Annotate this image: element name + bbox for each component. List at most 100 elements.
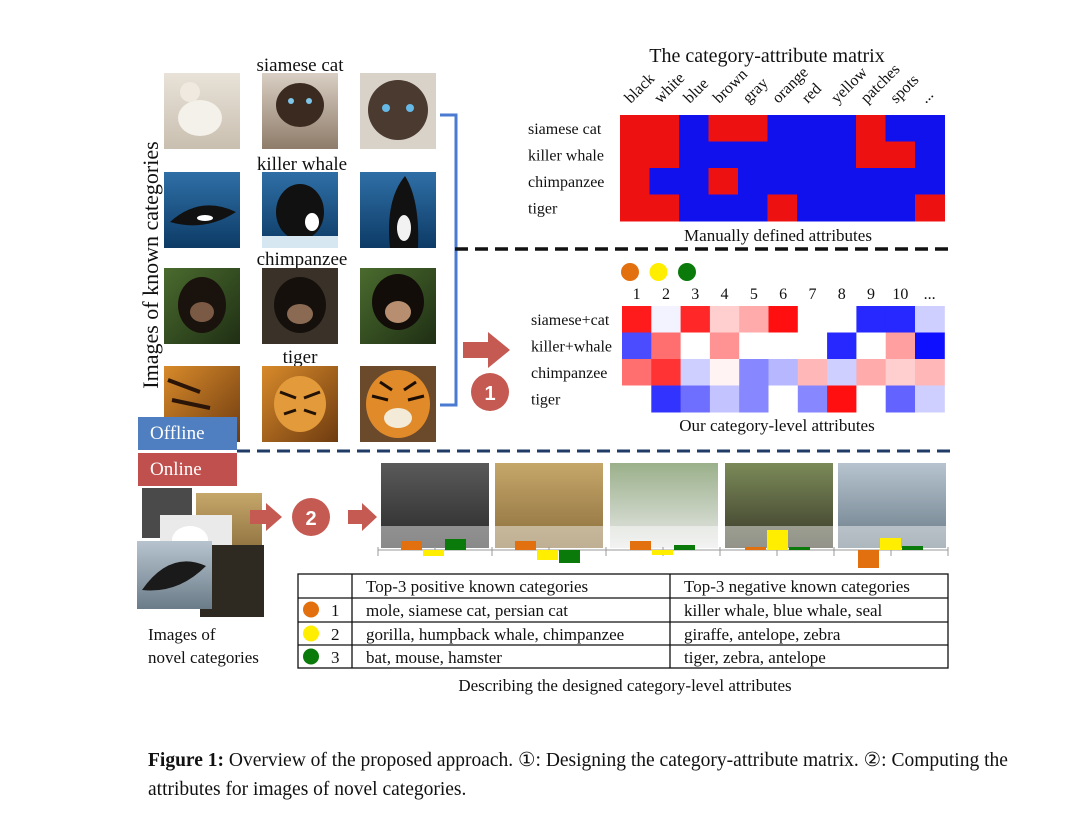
learned-column-label: 2 — [662, 286, 670, 303]
matrix-cell — [856, 115, 886, 142]
learned-cell — [885, 332, 916, 360]
learned-column-label: 6 — [779, 286, 787, 303]
matrix-cell — [767, 115, 798, 142]
learned-cell — [827, 332, 857, 360]
learned-cell — [915, 385, 945, 413]
learned-cell — [651, 332, 682, 360]
attribute-label-white: white — [651, 70, 688, 107]
matrix-cell — [649, 141, 680, 169]
offline-label: Offline — [138, 417, 237, 450]
matrix-cell — [708, 141, 739, 169]
matrix-cell — [679, 194, 709, 222]
figure-caption: Figure 1: Overview of the proposed appro… — [148, 746, 1048, 804]
novel-photo-2 — [495, 463, 603, 548]
matrix-cell — [797, 194, 827, 222]
learned-cell — [797, 306, 828, 333]
attribute-bar — [745, 547, 766, 550]
attribute-bar — [401, 541, 422, 550]
step2-arrow-right-icon — [348, 503, 377, 531]
known-images-bracket — [440, 113, 458, 407]
attribute-color-dots — [621, 263, 696, 281]
attribute-bar — [789, 547, 810, 550]
table-row-index: 1 — [331, 601, 340, 620]
matrix-cell — [649, 194, 680, 222]
learned-cell — [739, 332, 769, 360]
learned-cell — [856, 306, 887, 333]
matrix-cell — [679, 141, 709, 169]
learned-cell — [856, 359, 887, 386]
matrix-cell — [915, 168, 945, 195]
learned-cell — [915, 332, 945, 360]
attribute-bar — [559, 550, 580, 563]
learned-cell — [827, 385, 857, 413]
matrix-cell — [826, 168, 857, 195]
matrix-title: The category-attribute matrix — [649, 45, 884, 67]
learned-cell — [856, 332, 887, 360]
table-cell-negative: killer whale, blue whale, seal — [684, 601, 883, 620]
learned-cell — [885, 385, 916, 413]
known-photo-grid — [164, 73, 436, 442]
learned-column-label: 5 — [750, 286, 758, 303]
category-label-killer-whale: killer whale — [257, 154, 347, 175]
learned-row-label-tiger: tiger — [531, 392, 561, 409]
learned-cell — [856, 385, 887, 413]
matrix-cell — [738, 194, 768, 222]
learned-column-label: ... — [924, 286, 936, 303]
learned-column-label: 8 — [838, 286, 846, 303]
attribute-bar — [902, 546, 923, 550]
matrix-cell — [738, 168, 768, 195]
matrix-cell — [620, 168, 650, 195]
novel-photo-1 — [381, 463, 489, 548]
learned-cell — [709, 332, 740, 360]
learned-row-label-siamese-cat: siamese+cat — [531, 312, 610, 329]
novel-photo-row — [377, 463, 949, 568]
learned-cell — [680, 306, 711, 333]
step2-badge-number: 2 — [305, 508, 316, 530]
category-label-tiger: tiger — [283, 347, 318, 368]
category-label-chimpanzee: chimpanzee — [257, 249, 348, 270]
learned-cell — [797, 385, 828, 413]
table-cell-positive: mole, siamese cat, persian cat — [366, 601, 568, 620]
matrix-cell — [708, 115, 739, 142]
learned-attribute-heatmap — [622, 306, 945, 413]
table-row-dot — [303, 601, 319, 618]
learned-caption: Our category-level attributes — [679, 416, 874, 435]
attribute-label-black: black — [622, 70, 659, 107]
matrix-cell — [738, 141, 768, 169]
matrix-cell — [708, 168, 739, 195]
matrix-cell — [885, 115, 916, 142]
matrix-cell — [679, 115, 709, 142]
step2-arrow-left-icon — [250, 503, 282, 531]
learned-cell — [827, 359, 857, 386]
learned-cell — [739, 359, 769, 386]
learned-cell — [915, 359, 945, 386]
learned-cell — [622, 359, 652, 386]
attribute-bar — [423, 550, 444, 556]
learned-cell — [797, 332, 828, 360]
attribute-bar — [445, 539, 466, 550]
matrix-cell — [620, 115, 650, 142]
learned-column-label: 1 — [633, 286, 641, 303]
matrix-cell — [797, 141, 827, 169]
known-categories-label: Images of known categories — [138, 141, 163, 388]
matrix-cell — [885, 141, 916, 169]
learned-column-label: 7 — [808, 286, 816, 303]
attribute-dot-3 — [678, 263, 696, 281]
matrix-cell — [856, 141, 886, 169]
attribute-dot-2 — [649, 263, 668, 281]
table-cell-negative: giraffe, antelope, zebra — [684, 625, 841, 644]
learned-cell — [885, 359, 916, 386]
table-cell-positive: gorilla, humpback whale, chimpanzee — [366, 625, 624, 644]
attribute-bar — [858, 550, 879, 568]
table-border — [297, 573, 949, 669]
learned-cell — [827, 306, 857, 333]
matrix-row-label-tiger: tiger — [528, 201, 558, 218]
matrix-cell — [915, 194, 945, 222]
matrix-cell — [649, 115, 680, 142]
learned-column-label: 9 — [867, 286, 875, 303]
matrix-cell — [767, 168, 798, 195]
table-header-negative: Top-3 negative known categories — [684, 577, 910, 596]
